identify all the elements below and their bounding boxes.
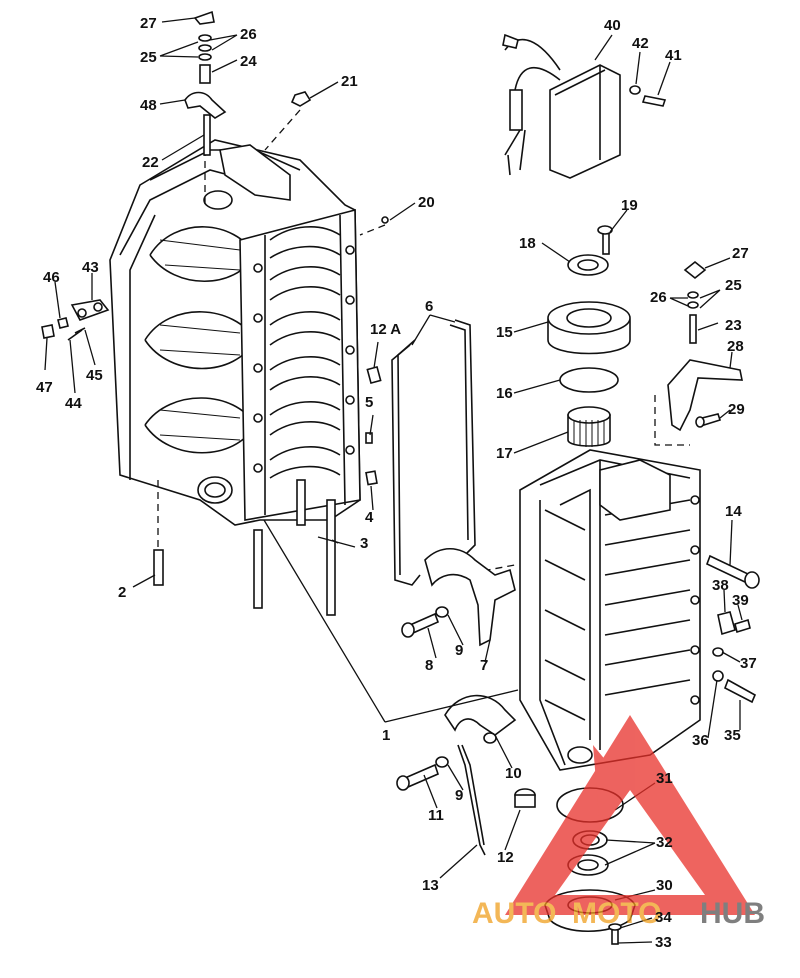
callout-34: 34 [655, 909, 672, 926]
callout-7: 7 [480, 657, 488, 674]
bearing-cap-7 [401, 547, 516, 647]
callout-22: 22 [142, 154, 159, 171]
callout-14: 14 [725, 503, 742, 520]
callout-23: 23 [725, 317, 742, 334]
dowel-pins [365, 216, 389, 486]
callout-16: 16 [496, 385, 513, 402]
alignment-line [359, 224, 386, 236]
throttle-linkage-28 [667, 260, 743, 432]
watermark-triangle [505, 715, 755, 915]
callout-9-upper: 9 [455, 642, 463, 659]
callout-47: 47 [36, 379, 53, 396]
callout-20: 20 [418, 194, 435, 211]
watermark-text-auto: AUTO [472, 897, 556, 930]
callout-28: 28 [727, 338, 744, 355]
callout-labels: 27 26 25 24 48 21 22 20 43 46 47 45 44 1… [36, 15, 757, 951]
small-fasteners-top [184, 10, 312, 156]
callout-38: 38 [712, 577, 729, 594]
callout-21: 21 [341, 73, 358, 90]
callout-43: 43 [82, 259, 99, 276]
watermark-logo: AUTO MOTO HUB [472, 715, 765, 930]
callout-30: 30 [656, 877, 673, 894]
callout-8: 8 [425, 657, 433, 674]
callout-31: 31 [656, 770, 673, 787]
callout-25-right: 25 [725, 277, 742, 294]
alignment-line [654, 395, 690, 446]
callout-10: 10 [505, 765, 522, 782]
cylinder-block [109, 139, 361, 616]
callout-32: 32 [656, 834, 673, 851]
stud-2 [153, 549, 164, 586]
callout-45: 45 [86, 367, 103, 384]
callout-44: 44 [65, 395, 82, 412]
alignment-line [264, 109, 301, 151]
upper-bearing-stack [547, 225, 631, 447]
crankcase-cover [519, 449, 701, 771]
callout-37: 37 [740, 655, 757, 672]
callout-48: 48 [140, 97, 157, 114]
callout-6: 6 [425, 298, 433, 315]
callout-18: 18 [519, 235, 536, 252]
callout-12a: 12 A [370, 321, 401, 338]
bracket-assembly-43 [41, 299, 110, 341]
watermark-text-moto: MOTO [572, 897, 661, 930]
callout-26-right: 26 [650, 289, 667, 306]
callout-41: 41 [665, 47, 682, 64]
callout-4: 4 [365, 509, 374, 526]
callout-19: 19 [621, 197, 638, 214]
callout-12: 12 [497, 849, 514, 866]
watermark-triangle-inner [593, 745, 630, 830]
callout-13: 13 [422, 877, 439, 894]
callout-40: 40 [604, 17, 621, 34]
callout-27: 27 [140, 15, 157, 32]
leader-lines [44, 17, 743, 944]
callout-39: 39 [732, 592, 749, 609]
callout-29: 29 [728, 401, 745, 418]
callout-24: 24 [240, 53, 257, 70]
callout-9-lower: 9 [455, 787, 463, 804]
callout-2: 2 [118, 584, 126, 601]
callout-11: 11 [428, 807, 444, 824]
callout-46: 46 [43, 269, 60, 286]
screw-41 [629, 85, 667, 107]
callout-36: 36 [692, 732, 709, 749]
callout-33: 33 [655, 934, 672, 951]
callout-5: 5 [365, 394, 373, 411]
callout-26: 26 [240, 26, 257, 43]
callout-25: 25 [140, 49, 157, 66]
callout-17: 17 [496, 445, 513, 462]
switch-box-40 [502, 33, 621, 179]
lower-bearing-cap-10 [396, 694, 536, 856]
link-rods-6 [391, 319, 476, 586]
callout-35: 35 [724, 727, 741, 744]
screws-right [705, 554, 760, 704]
callout-1: 1 [382, 727, 390, 744]
callout-15: 15 [496, 324, 513, 341]
watermark-text-hub: HUB [700, 897, 765, 930]
callout-27-right: 27 [732, 245, 749, 262]
callout-42: 42 [632, 35, 649, 52]
callout-3: 3 [360, 535, 368, 552]
